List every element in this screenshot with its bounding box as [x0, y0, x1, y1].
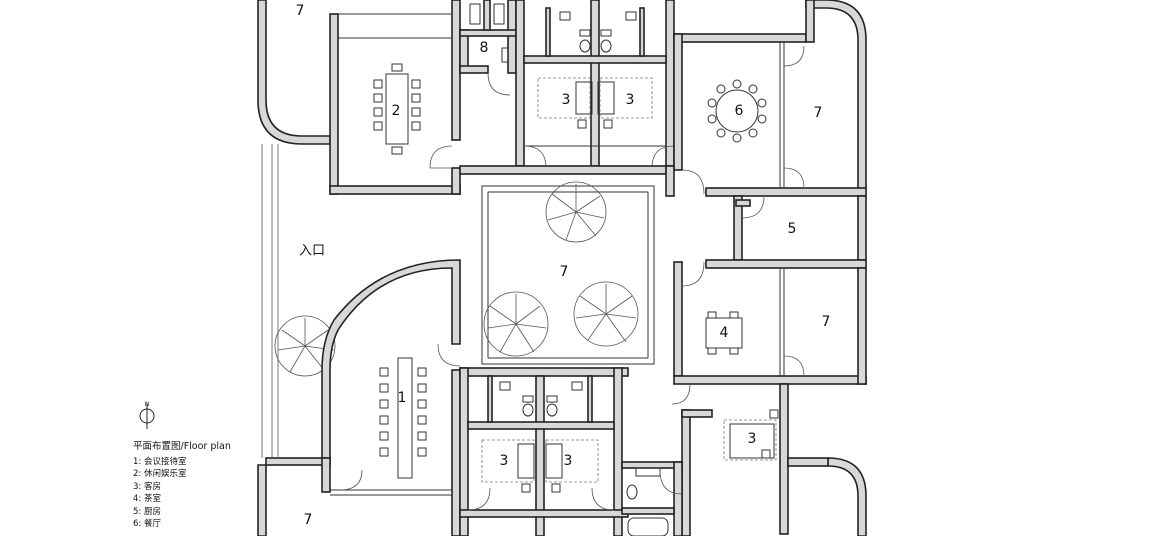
tree-icon: [274, 315, 336, 377]
legend-item: 1: 会议接待室: [133, 456, 187, 467]
wall-bottom-guest-div2: [587, 375, 593, 423]
room-label-7: 7: [304, 512, 313, 528]
legend-title: 平面布置图/Floor plan: [133, 441, 231, 452]
wall-top-guest-bath: [523, 55, 667, 64]
wall-room4-right: [857, 267, 867, 385]
legend-item: 6: 餐厅: [133, 519, 161, 529]
wall-top-guest-bath-div: [545, 7, 551, 57]
north-label: N: [145, 401, 150, 408]
room-label-3: 3: [626, 92, 635, 108]
wall-room4-left: [673, 261, 683, 377]
room-label-7: 7: [822, 314, 831, 330]
wall-bath-right: [673, 461, 683, 536]
wall-room1-right-low: [321, 457, 331, 493]
wall-bottom-guest-left: [459, 367, 469, 536]
wall-room2-right-low: [451, 167, 461, 195]
wall-bottom-guest-bath: [467, 421, 615, 430]
wall-room2-left: [329, 13, 339, 195]
wall-court-right-top: [665, 165, 675, 197]
wall-room6-bottom: [705, 187, 867, 197]
room-label-3: 3: [564, 453, 573, 469]
room-label-4: 4: [720, 325, 729, 341]
wall-room8-div: [483, 0, 491, 31]
room-label-1: 1: [398, 390, 407, 406]
tree-icon: [573, 281, 639, 347]
north-arrow-icon: N: [139, 401, 155, 429]
tree-icon: [545, 181, 607, 243]
wall-room1-right: [451, 369, 461, 536]
wall-room2-bottom: [329, 185, 461, 195]
wall-bottom-right-curve: [827, 457, 867, 536]
legend-item: 3: 客房: [133, 481, 161, 492]
room-label-3: 3: [562, 92, 571, 108]
legend-item: 5: 厨房: [133, 506, 161, 517]
wall-room1-curve: [321, 259, 461, 459]
wall-br-guest-left: [681, 409, 691, 536]
wall-top-guest-left: [515, 0, 525, 167]
legend-item: 4: 茶室: [133, 494, 161, 504]
wall-room5-bottom: [705, 259, 867, 269]
wall-bottom-guest-bottom: [459, 509, 629, 518]
room-label-7: 7: [814, 105, 823, 121]
wall-br-guest-right: [779, 383, 789, 535]
room-label-7: 7: [296, 3, 305, 19]
room-label-2: 2: [392, 103, 401, 119]
room-label-3: 3: [748, 431, 757, 447]
wall-bottom-guest-top: [459, 367, 629, 377]
wall-room8-bottom: [459, 65, 489, 74]
wall-bath-mid: [621, 507, 675, 515]
legend-item: 2: 休闲娱乐室: [133, 469, 187, 479]
room-label-7: 7: [560, 264, 569, 280]
room-label-5: 5: [788, 221, 797, 237]
wall-room4-bottom: [673, 375, 867, 385]
wall-bottom-guest-right: [613, 367, 623, 536]
wall-room6-top: [673, 33, 807, 43]
legend: 平面布置图/Floor plan 1: 会议接待室 2: 休闲娱乐室 3: 客房…: [133, 441, 231, 531]
wall-bath-top: [621, 461, 683, 469]
wall-bottom-left-curve: [257, 464, 267, 536]
wall-room5-notch: [735, 199, 751, 207]
wall-room5-right: [857, 195, 867, 261]
tree-icon: [483, 291, 549, 357]
room-label-8: 8: [480, 40, 489, 56]
wall-room6-left: [673, 33, 683, 171]
room-label-3: 3: [500, 453, 509, 469]
entrance-label: 入口: [299, 244, 325, 259]
wall-br-right-stub: [787, 457, 829, 467]
wall-court-top: [459, 165, 667, 175]
room-label-6: 6: [735, 103, 744, 119]
wall-bottom-guest-div: [487, 375, 493, 423]
wall-bottom-guest-mid: [535, 375, 545, 536]
wall-top-left-curve: [257, 0, 331, 145]
wall-room8-top: [459, 29, 517, 37]
wall-right-upper: [805, 0, 815, 43]
wall-room2-right: [451, 0, 461, 141]
wall-bottom-left-top: [265, 457, 331, 466]
wall-br-guest-top: [681, 409, 713, 418]
wall-top-guest-right: [665, 0, 675, 167]
courtyard: [481, 185, 655, 365]
wall-top-guest-bath-div2: [639, 7, 645, 57]
wall-top-right-curve: [805, 0, 867, 191]
